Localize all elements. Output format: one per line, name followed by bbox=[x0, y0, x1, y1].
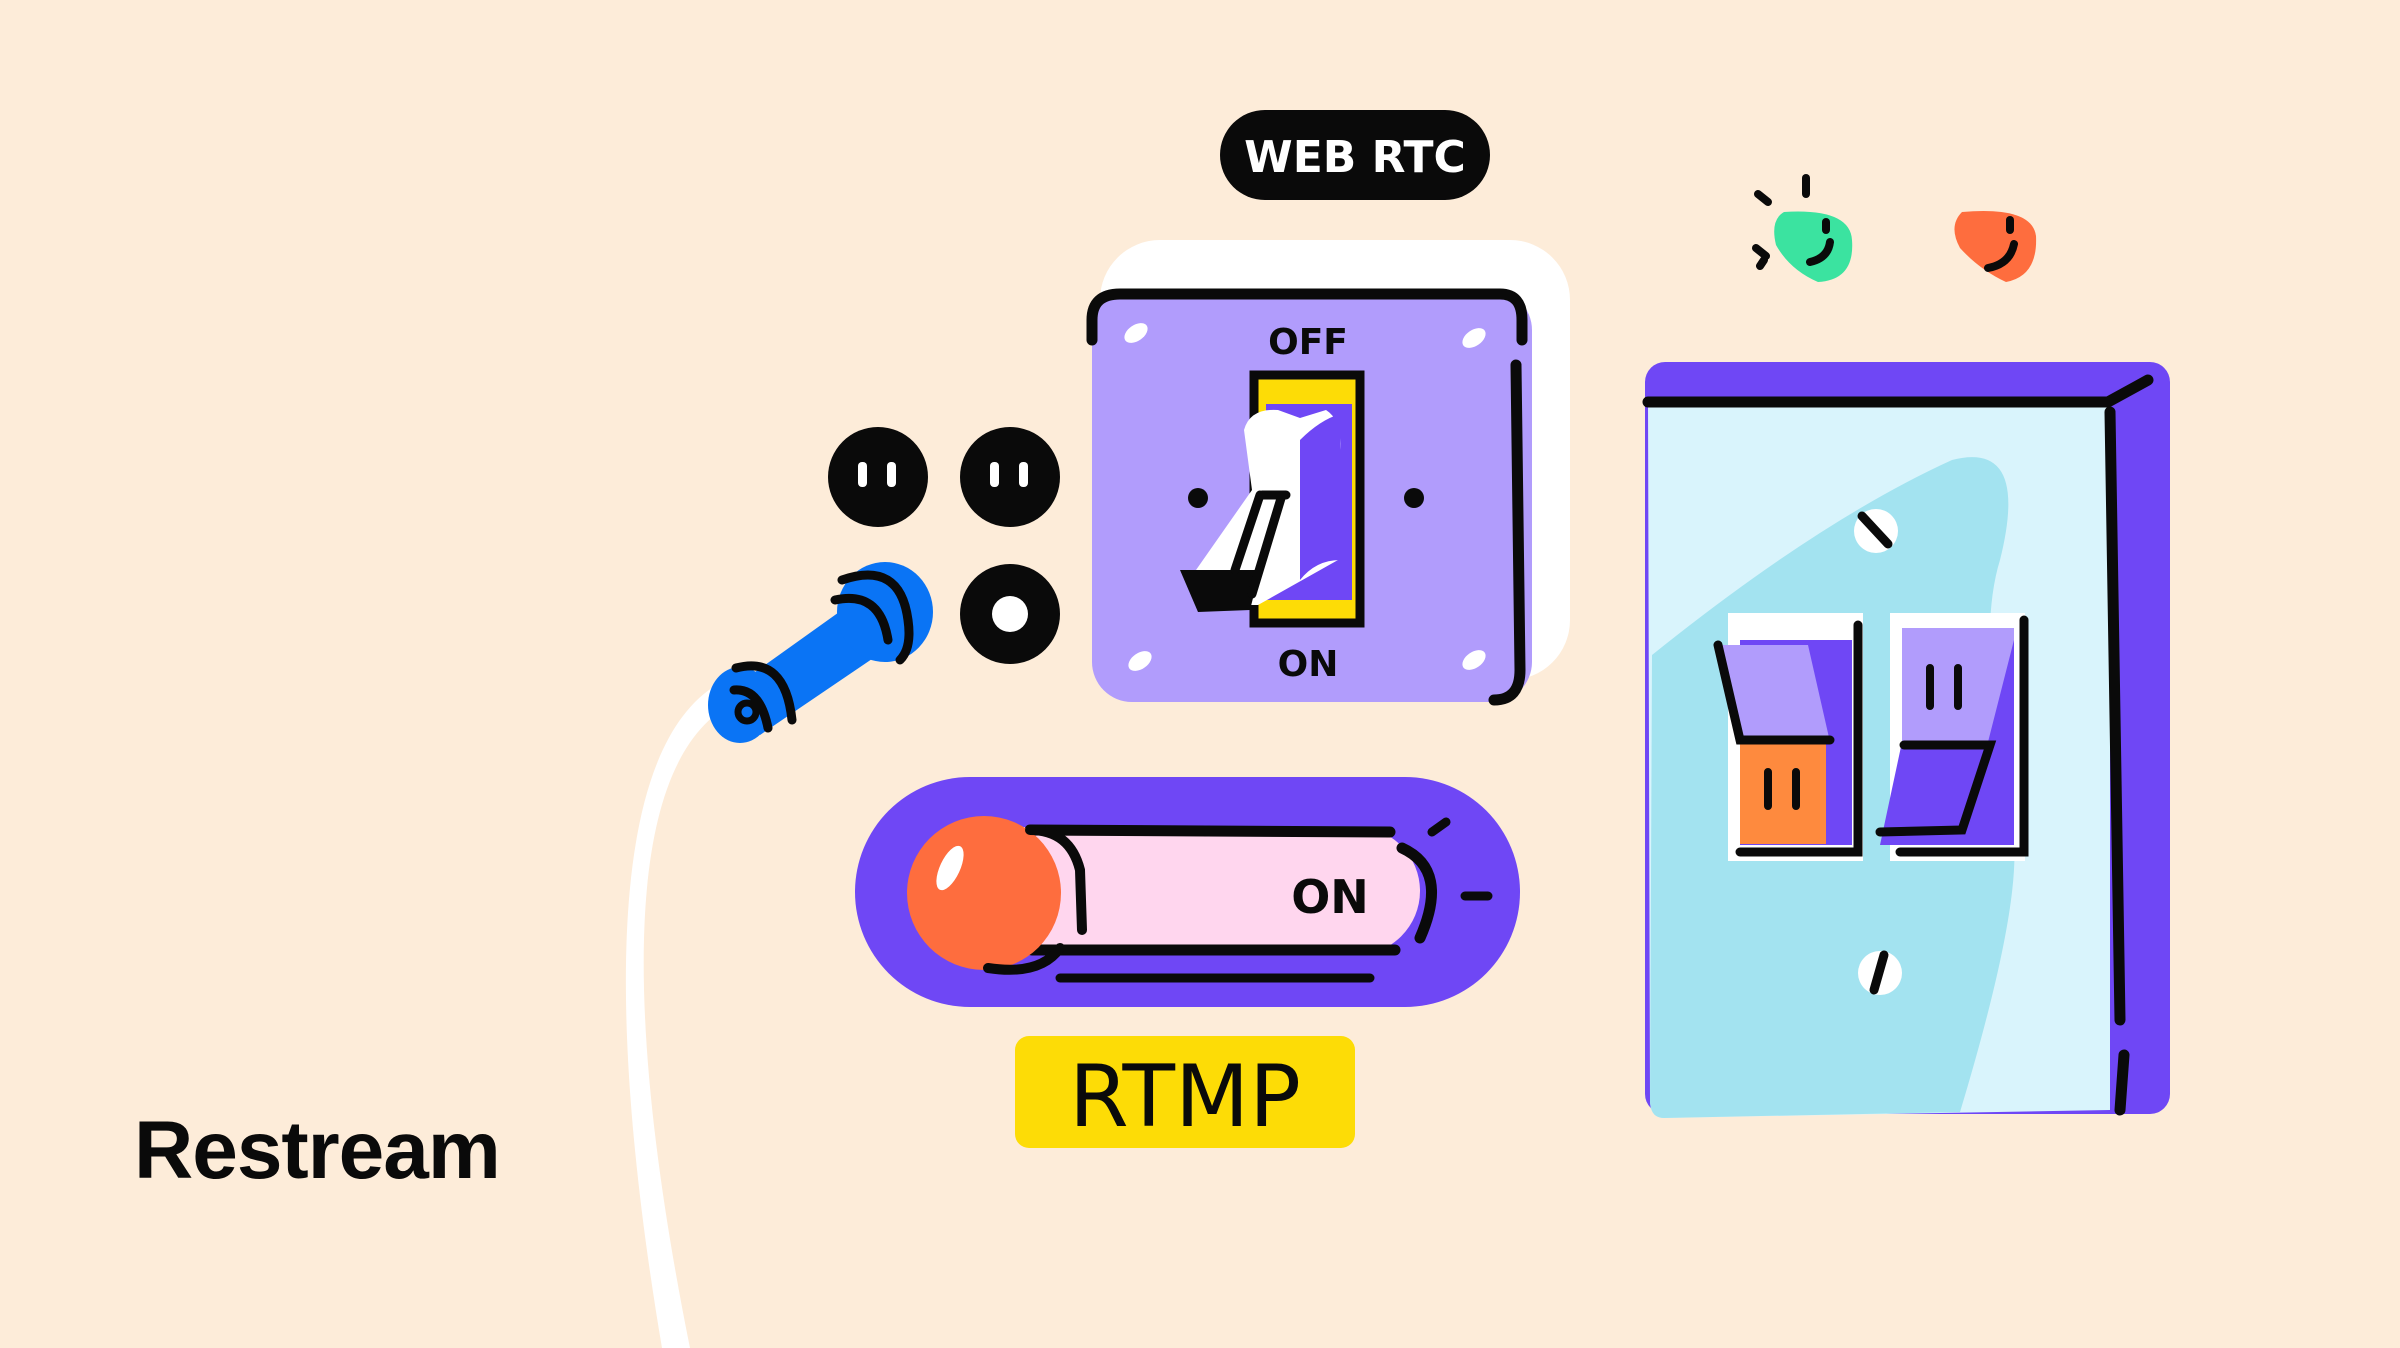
outlet-icon bbox=[828, 427, 1060, 664]
rtmp-badge: RTMP bbox=[1015, 1036, 1355, 1148]
webrtc-badge: WEB RTC bbox=[1220, 110, 1490, 200]
off-label: OFF bbox=[1268, 322, 1348, 363]
on-slider-label: ON bbox=[1291, 870, 1369, 924]
on-toggle-label: ON bbox=[1278, 644, 1339, 685]
indicator-light-icon bbox=[1752, 174, 2037, 282]
slider-switch-icon: ON bbox=[855, 777, 1520, 1007]
rtmp-label: RTMP bbox=[1069, 1047, 1301, 1147]
power-cable-plug-icon bbox=[625, 562, 933, 1348]
toggle-switch-icon: OFF ON bbox=[1086, 240, 1570, 706]
wall-light-switch-icon bbox=[1642, 362, 2170, 1119]
webrtc-label: WEB RTC bbox=[1244, 132, 1466, 183]
brand-logo-text: Restream bbox=[134, 1105, 501, 1196]
